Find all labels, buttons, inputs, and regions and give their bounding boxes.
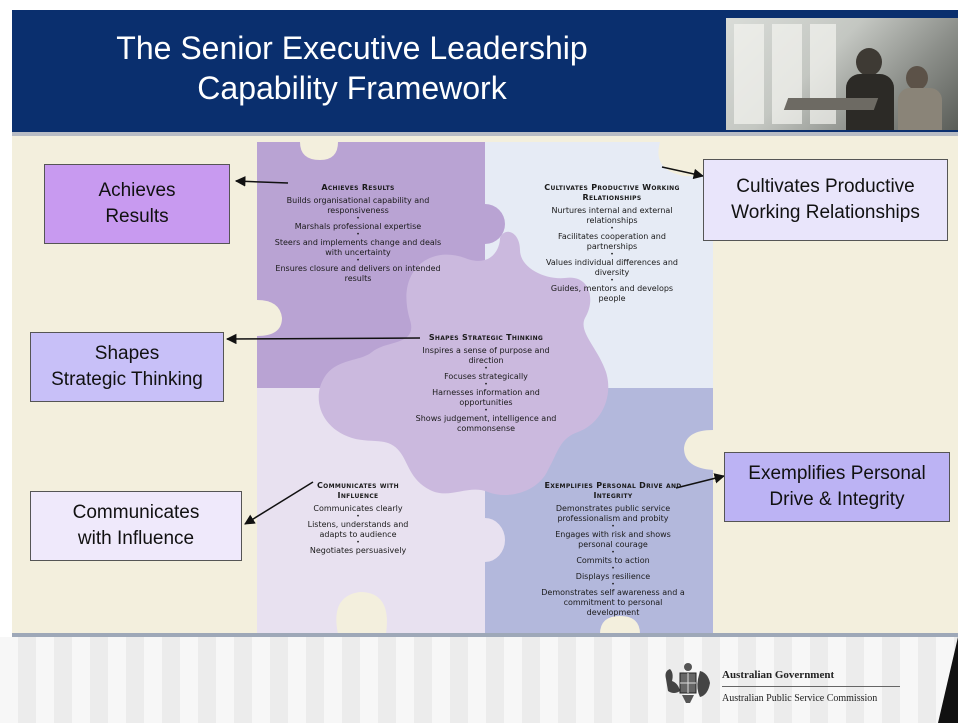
list-item: Commits to action — [576, 556, 650, 565]
callout-exemplifies: Exemplifies Personal Drive & Integrity — [724, 452, 950, 522]
callout-communicates-line-1: Communicates — [72, 502, 200, 523]
bullet-dot: • — [610, 251, 614, 258]
bullet-dot: • — [356, 513, 360, 520]
list-item: Marshals professional expertise — [294, 222, 422, 231]
bullet-dot: • — [484, 365, 488, 372]
list-item: Harnesses information and opportunities — [432, 388, 540, 407]
quadrant-communicates-text: Communicates with Influence Communicates… — [296, 481, 420, 556]
quadrant-communicates-heading: Communicates with Influence — [317, 481, 399, 500]
bullet-dot: • — [356, 231, 360, 238]
quadrant-shapes-text: Shapes Strategic Thinking Inspires a sen… — [410, 333, 562, 434]
list-item: Demonstrates public service professional… — [555, 504, 671, 523]
list-item: Shows judgement, intelligence and common… — [415, 414, 557, 433]
bullet-dot: • — [611, 549, 615, 556]
list-item: Focuses strategically — [444, 372, 528, 381]
footer: Australian Government Australian Public … — [0, 637, 958, 723]
list-item: Negotiates persuasively — [309, 546, 407, 555]
list-item: Displays resilience — [575, 572, 651, 581]
bullet-dot: • — [610, 225, 614, 232]
puzzle-notch-bottom-right — [600, 616, 640, 634]
title-line-2: Capability Framework — [197, 70, 507, 106]
list-item: Builds organisational capability and res… — [286, 196, 430, 215]
quadrant-cultivates-heading: Cultivates Productive Working Relationsh… — [544, 183, 680, 202]
callout-cultivates-line-1: Cultivates Productive — [736, 176, 915, 197]
callout-shapes-line-2: Strategic Thinking — [51, 369, 203, 390]
bullet-dot: • — [356, 257, 360, 264]
callout-communicates-line-2: with Influence — [77, 528, 195, 549]
callout-cultivates-line-2: Working Relationships — [731, 202, 920, 223]
coat-of-arms-icon — [665, 663, 710, 703]
department-name: Australian Public Service Commission — [722, 693, 878, 704]
quadrant-achieves-heading: Achieves Results — [321, 183, 395, 192]
arrow-shapes — [225, 333, 421, 345]
arrow-cultivates — [661, 166, 705, 180]
corner-accent — [938, 637, 958, 723]
footer-rule — [12, 633, 958, 637]
header-banner: The Senior Executive Leadership Capabili… — [12, 10, 958, 132]
list-item: Listens, understands and adapts to audie… — [307, 520, 409, 539]
government-name: Australian Government — [722, 669, 835, 681]
footer-divider — [722, 686, 900, 687]
bullet-dot: • — [611, 581, 615, 588]
list-item: Ensures closure and delivers on intended… — [275, 264, 441, 283]
list-item: Inspires a sense of purpose and directio… — [422, 346, 550, 365]
list-item: Values individual differences and divers… — [546, 258, 678, 277]
bullet-dot: • — [484, 381, 488, 388]
puzzle-notch-top-left — [300, 142, 338, 160]
center-puzzle-piece — [318, 231, 609, 496]
quadrant-exemplifies-text: Exemplifies Personal Drive and Integrity… — [538, 481, 688, 618]
puzzle-notch-left — [257, 300, 282, 336]
puzzle-tab-bottom — [465, 518, 505, 562]
callout-exemplifies-line-2: Drive & Integrity — [769, 489, 905, 510]
header-rule — [12, 132, 958, 136]
quadrant-achieves-text: Achieves Results Builds organisational c… — [272, 183, 444, 284]
quadrant-exemplifies-heading: Exemplifies Personal Drive and Integrity — [544, 481, 682, 500]
callout-achieves-line-2: Results — [105, 206, 169, 227]
arrow-communicates — [244, 481, 314, 525]
puzzle-tab-top — [465, 204, 505, 244]
callout-cultivates: Cultivates Productive Working Relationsh… — [703, 159, 948, 241]
bullet-dot: • — [610, 277, 614, 284]
callout-exemplifies-line-1: Exemplifies Personal — [748, 463, 926, 484]
callout-shapes: Shapes Strategic Thinking — [30, 332, 224, 402]
bullet-dot: • — [611, 523, 615, 530]
list-item: Engages with risk and shows personal cou… — [555, 530, 671, 549]
list-item: Facilitates cooperation and partnerships — [558, 232, 666, 251]
bullet-dot: • — [356, 215, 360, 222]
list-item: Communicates clearly — [313, 504, 403, 513]
meeting-photo — [726, 18, 958, 130]
list-item: Steers and implements change and deals w… — [274, 238, 442, 257]
bullet-dot: • — [611, 565, 615, 572]
puzzle-notch-right — [684, 430, 713, 470]
callout-achieves: Achieves Results — [44, 164, 230, 244]
page-title: The Senior Executive Leadership Capabili… — [72, 28, 632, 108]
puzzle-notch-top-right — [658, 142, 713, 177]
arrow-exemplifies — [675, 473, 726, 489]
quadrant-shapes-heading: Shapes Strategic Thinking — [428, 333, 544, 342]
title-line-1: The Senior Executive Leadership — [116, 30, 588, 66]
list-item: Nurtures internal and external relations… — [551, 206, 673, 225]
list-item: Demonstrates self awareness and a commit… — [541, 588, 685, 617]
puzzle-notch-bottom-left — [336, 592, 387, 634]
bullet-dot: • — [356, 539, 360, 546]
arrow-achieves — [234, 176, 289, 187]
callout-shapes-line-1: Shapes — [94, 343, 160, 364]
bullet-dot: • — [484, 407, 488, 414]
list-item: Guides, mentors and develops people — [550, 284, 674, 303]
callout-achieves-line-1: Achieves — [98, 180, 176, 201]
callout-communicates: Communicates with Influence — [30, 491, 242, 561]
quadrant-cultivates-text: Cultivates Productive Working Relationsh… — [540, 183, 684, 304]
